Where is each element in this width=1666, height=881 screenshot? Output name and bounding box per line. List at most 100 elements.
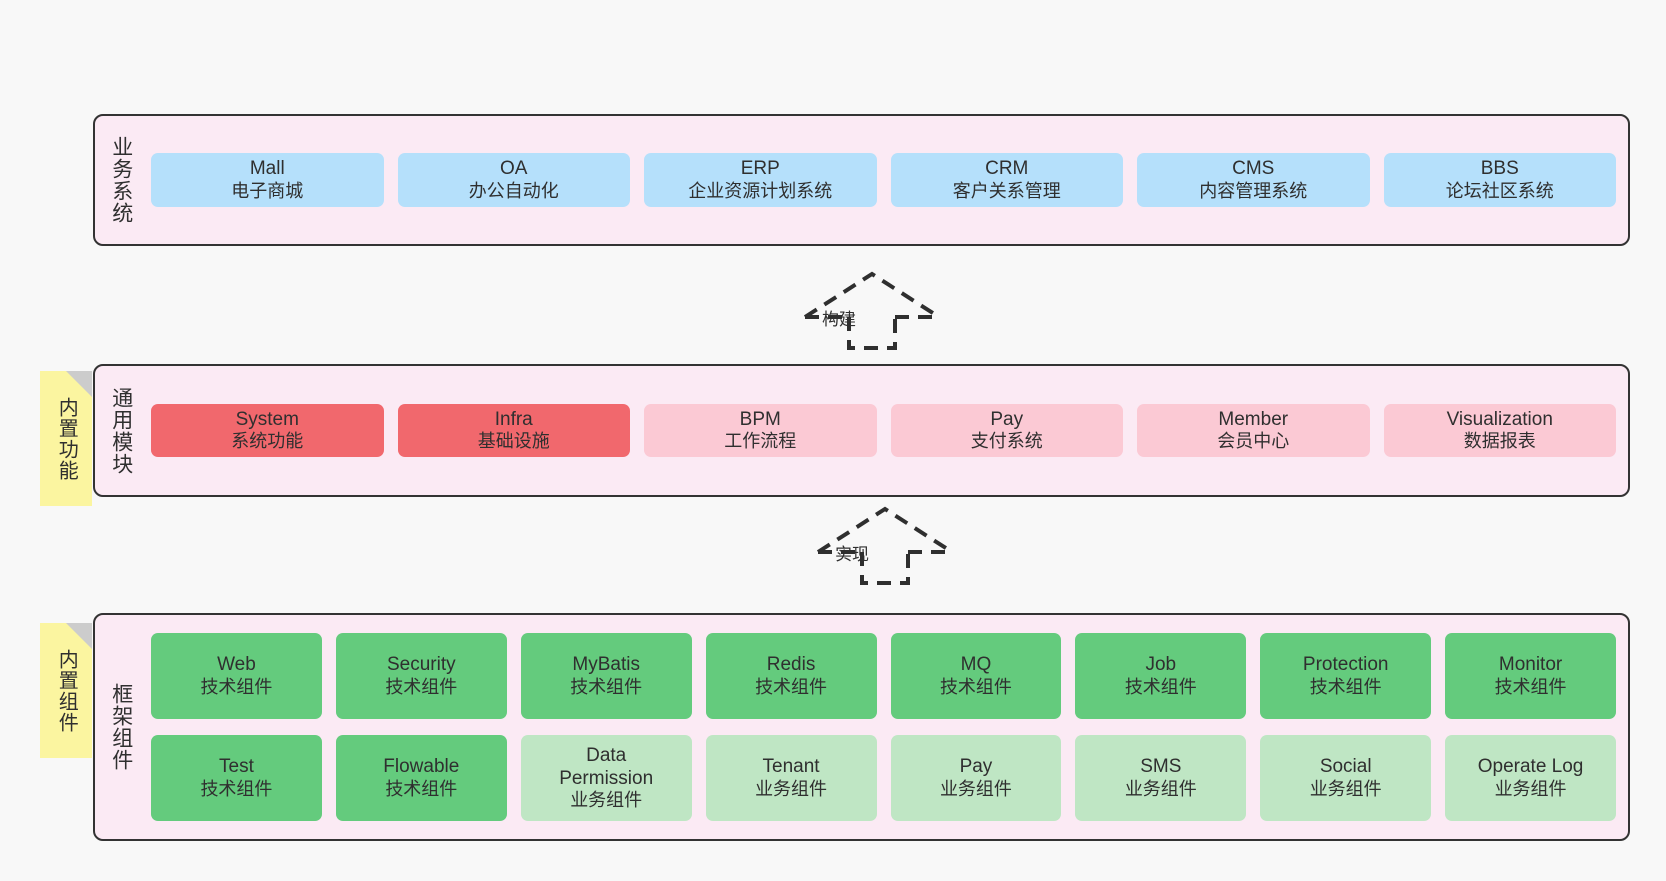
card-social[interactable]: Social 业务组件 [1260,735,1432,821]
card-mall[interactable]: Mall 电子商城 [151,153,384,207]
card-subtitle: 数据报表 [1463,431,1536,452]
card-flowable[interactable]: Flowable 技术组件 [335,735,507,821]
card-crm[interactable]: CRM 客户关系管理 [890,153,1123,207]
card-title: Web [217,654,256,676]
card-data-permission[interactable]: Data Permission 业务组件 [520,735,692,821]
card-title: CRM [985,158,1029,180]
card-row: Mall 电子商城 OA 办公自动化 ERP 企业资源计划系统 CRM 客户关系… [151,153,1616,207]
card-title: Infra [494,408,533,430]
card-subtitle: 业务组件 [755,778,828,799]
arrow-implement-label: 实现 [835,545,869,564]
card-subtitle: 论坛社区系统 [1445,180,1554,201]
card-title: Monitor [1498,654,1563,676]
card-bbs[interactable]: BBS 论坛社区系统 [1383,153,1616,207]
card-title: OA [500,158,528,180]
card-subtitle: 技术组件 [755,676,828,697]
card-title: ERP [740,158,780,180]
card-title: System [235,408,299,430]
card-subtitle: 业务组件 [1309,778,1382,799]
card-system[interactable]: System 系统功能 [151,403,384,458]
card-pay-component[interactable]: Pay 业务组件 [890,735,1062,821]
card-subtitle: 业务组件 [1494,778,1567,799]
card-subtitle: 系统功能 [231,431,304,452]
card-title: SMS [1140,756,1182,778]
card-subtitle: 业务组件 [570,790,643,811]
card-job[interactable]: Job 技术组件 [1075,633,1247,719]
card-title: MQ [960,654,992,676]
card-subtitle: 技术组件 [570,676,643,697]
card-subtitle: 技术组件 [1309,676,1382,697]
card-cms[interactable]: CMS 内容管理系统 [1137,153,1370,207]
card-title: Operate Log [1477,756,1584,778]
card-subtitle: 技术组件 [385,676,458,697]
card-title: Member [1218,408,1289,430]
card-title: Pay [990,408,1024,430]
card-title: MyBatis [572,654,640,676]
card-subtitle: 内容管理系统 [1199,180,1308,201]
card-subtitle: 会员中心 [1217,431,1290,452]
card-operate-log[interactable]: Operate Log 业务组件 [1445,735,1616,821]
card-row-technical: Web 技术组件 Security 技术组件 MyBatis 技术组件 Redi… [151,633,1616,719]
card-sms[interactable]: SMS 业务组件 [1075,735,1247,821]
card-title: Protection [1302,654,1389,676]
card-title: Visualization [1446,408,1553,430]
card-title: BBS [1480,158,1519,180]
card-infra[interactable]: Infra 基础设施 [397,403,630,458]
arrow-head-chevron [803,271,941,319]
card-visualization[interactable]: Visualization 数据报表 [1383,403,1616,458]
card-title: Data Permission [559,744,654,790]
card-title: Job [1145,654,1177,676]
arrow-stem [847,317,897,350]
card-row: System 系统功能 Infra 基础设施 BPM 工作流程 Pay 支付系统… [151,403,1616,458]
card-test[interactable]: Test 技术组件 [151,735,322,821]
card-subtitle: 客户关系管理 [952,180,1061,201]
note-builtin-function: 内置功能 [40,371,92,506]
card-title: Security [386,654,456,676]
card-protection[interactable]: Protection 技术组件 [1260,633,1432,719]
card-title: Test [219,756,254,778]
arrow-head-chevron [816,506,954,554]
card-security[interactable]: Security 技术组件 [335,633,507,719]
card-title: BPM [739,408,781,430]
card-subtitle: 技术组件 [1494,676,1567,697]
card-row-business: Test 技术组件 Flowable 技术组件 Data Permission … [151,735,1616,821]
card-redis[interactable]: Redis 技术组件 [705,633,877,719]
card-subtitle: 技术组件 [200,676,273,697]
card-title: Redis [766,654,816,676]
arrow-implement: 实现 [813,497,963,587]
note-fold-corner [66,371,92,397]
card-subtitle: 业务组件 [939,778,1012,799]
card-mq[interactable]: MQ 技术组件 [890,633,1062,719]
layer-common-module: 通用模块 System 系统功能 Infra 基础设施 BPM 工作流程 Pay [93,364,1630,497]
card-title: Pay [959,756,993,778]
card-member[interactable]: Member 会员中心 [1137,403,1370,458]
card-subtitle: 工作流程 [724,431,797,452]
layer-title-framework-component: 框架组件 [109,683,133,771]
card-subtitle: 业务组件 [1124,778,1197,799]
card-subtitle: 支付系统 [970,431,1043,452]
card-erp[interactable]: ERP 企业资源计划系统 [644,153,877,207]
note-label: 内置组件 [55,648,78,733]
card-tenant[interactable]: Tenant 业务组件 [705,735,877,821]
arrow-stem [860,552,910,585]
layer-framework-component: 框架组件 Web 技术组件 Security 技术组件 MyBatis 技术组件… [93,613,1630,841]
card-subtitle: 办公自动化 [468,180,559,201]
card-pay[interactable]: Pay 支付系统 [890,403,1123,458]
card-subtitle: 基础设施 [477,431,550,452]
card-bpm[interactable]: BPM 工作流程 [644,403,877,458]
card-title: Flowable [383,756,460,778]
note-label: 内置功能 [55,396,78,481]
card-web[interactable]: Web 技术组件 [151,633,322,719]
card-title: Tenant [762,756,820,778]
card-title: Mall [249,158,285,180]
card-oa[interactable]: OA 办公自动化 [397,153,630,207]
card-monitor[interactable]: Monitor 技术组件 [1445,633,1616,719]
arrow-build: 构建 [800,262,950,352]
arrow-build-label: 构建 [822,310,856,329]
layer-body-framework-component: Web 技术组件 Security 技术组件 MyBatis 技术组件 Redi… [147,615,1628,839]
layer-body-business-system: Mall 电子商城 OA 办公自动化 ERP 企业资源计划系统 CRM 客户关系… [147,116,1628,244]
layer-title-business-system: 业务系统 [109,136,133,224]
card-mybatis[interactable]: MyBatis 技术组件 [520,633,692,719]
layer-body-common-module: System 系统功能 Infra 基础设施 BPM 工作流程 Pay 支付系统… [147,366,1628,495]
